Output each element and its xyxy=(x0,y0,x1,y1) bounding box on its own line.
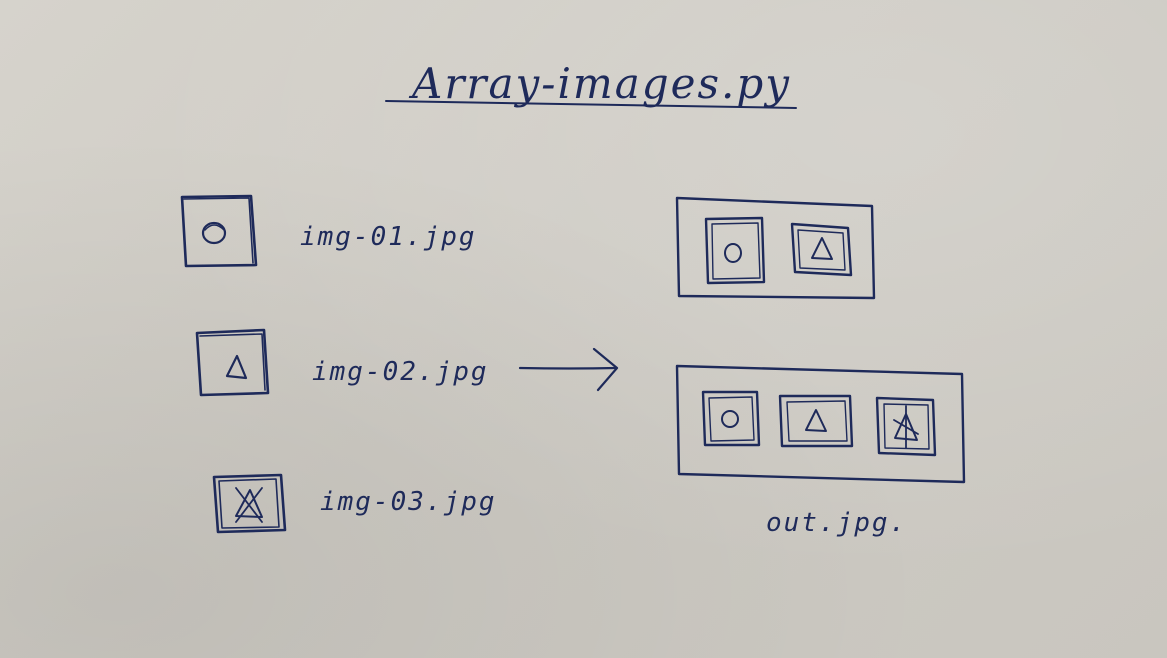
input-image-1-icon xyxy=(180,194,258,268)
input-label-1: img-01.jpg xyxy=(300,222,477,252)
output-array-2 xyxy=(675,364,966,484)
title-underline xyxy=(385,100,797,109)
transform-arrow-icon xyxy=(518,347,619,392)
output-2-tile-crossed-triangle-icon xyxy=(875,396,937,457)
diagram-title: Array-images.py xyxy=(408,59,791,108)
input-label-3: img-03.jpg xyxy=(320,487,497,517)
output-1-tile-circle-icon xyxy=(704,216,766,285)
input-image-3-icon xyxy=(212,473,287,534)
output-2-tile-circle-icon xyxy=(701,390,761,447)
input-image-2-icon xyxy=(195,328,270,397)
output-1-tile-triangle-icon xyxy=(790,222,853,277)
output-label: out.jpg. xyxy=(766,508,907,538)
input-label-2: img-02.jpg xyxy=(312,357,489,387)
output-2-tile-triangle-icon xyxy=(778,394,854,448)
output-array-1 xyxy=(675,196,876,300)
